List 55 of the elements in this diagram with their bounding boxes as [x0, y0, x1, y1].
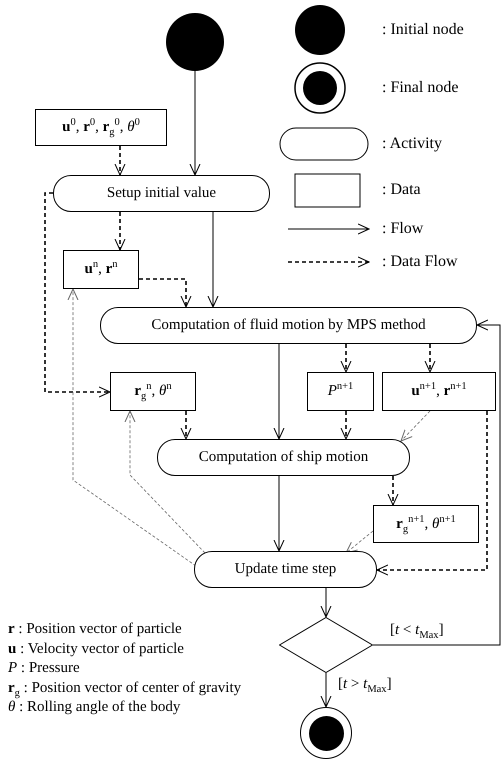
- node-text: u$^{n+1}$, r$^{n+1}$: [411, 384, 467, 399]
- legend-text: : Initial node: [382, 20, 464, 40]
- activity-box: [100, 307, 477, 344]
- arrow: [124, 410, 206, 554]
- decision-diamond: [279, 617, 373, 673]
- variable-definition: u : Velocity vector of particle: [8, 640, 184, 658]
- arrow: [340, 344, 352, 372]
- node-text: Setup initial value: [106, 186, 216, 201]
- variable-definition: r$_{g}$ : Position vector of center of gravity: [8, 678, 242, 696]
- arrow: [320, 588, 332, 618]
- arrow: [376, 411, 488, 576]
- activity-box: [194, 551, 377, 588]
- final-node: [300, 707, 352, 759]
- arrow: [424, 344, 436, 372]
- variable-definition: r : Position vector of particle: [8, 620, 182, 638]
- legend-text: : Activity: [382, 134, 442, 154]
- arrow: [372, 320, 500, 646]
- activity-box: [157, 439, 410, 476]
- arrow: [388, 476, 398, 506]
- node-text: Update time step: [234, 562, 336, 577]
- arrow: [180, 411, 192, 440]
- data-box: [382, 372, 496, 411]
- data-box: [110, 372, 196, 411]
- node-text: Computation of fluid motion by MPS method: [151, 318, 426, 333]
- arrow: [114, 146, 126, 176]
- arrow: [274, 344, 284, 440]
- edge-label: [t > t$_{Max}$]: [338, 676, 392, 692]
- arrow: [139, 278, 192, 308]
- node-text: u$^{n}$, r$^{n}$: [84, 262, 118, 277]
- arrow: [346, 530, 374, 554]
- legend-text: : Data: [382, 180, 421, 200]
- data-box: [63, 250, 139, 289]
- legend-text: : Final node: [382, 78, 458, 98]
- arrow: [114, 212, 126, 250]
- activity-box: [53, 175, 270, 212]
- arrow: [320, 672, 332, 708]
- legend-text: : Flow: [382, 219, 424, 238]
- data-box: [35, 109, 167, 146]
- node-text: r$_{g}$$^{n}$, θ$^{n}$: [134, 384, 172, 399]
- data-box: [307, 372, 374, 411]
- arrow: [340, 411, 352, 440]
- node-text: P$^{n+1}$: [328, 384, 354, 399]
- variable-definition: θ : Rolling angle of the body: [8, 698, 180, 716]
- node-text: Computation of ship motion: [198, 450, 368, 465]
- arrow: [68, 288, 196, 566]
- legend-text: : Data Flow: [382, 252, 458, 272]
- arrow: [190, 70, 200, 176]
- variable-definition: P : Pressure: [8, 659, 80, 677]
- arrow: [44, 192, 110, 398]
- arrow: [208, 212, 218, 308]
- edge-label: [t < t$_{Max}$]: [390, 622, 444, 638]
- arrow: [274, 476, 284, 552]
- data-box: [373, 505, 479, 543]
- node-text: u$^{0}$, r$^{0}$, r$_{g}$$^{0}$, θ$^{0}$: [62, 120, 140, 135]
- arrow: [400, 410, 430, 442]
